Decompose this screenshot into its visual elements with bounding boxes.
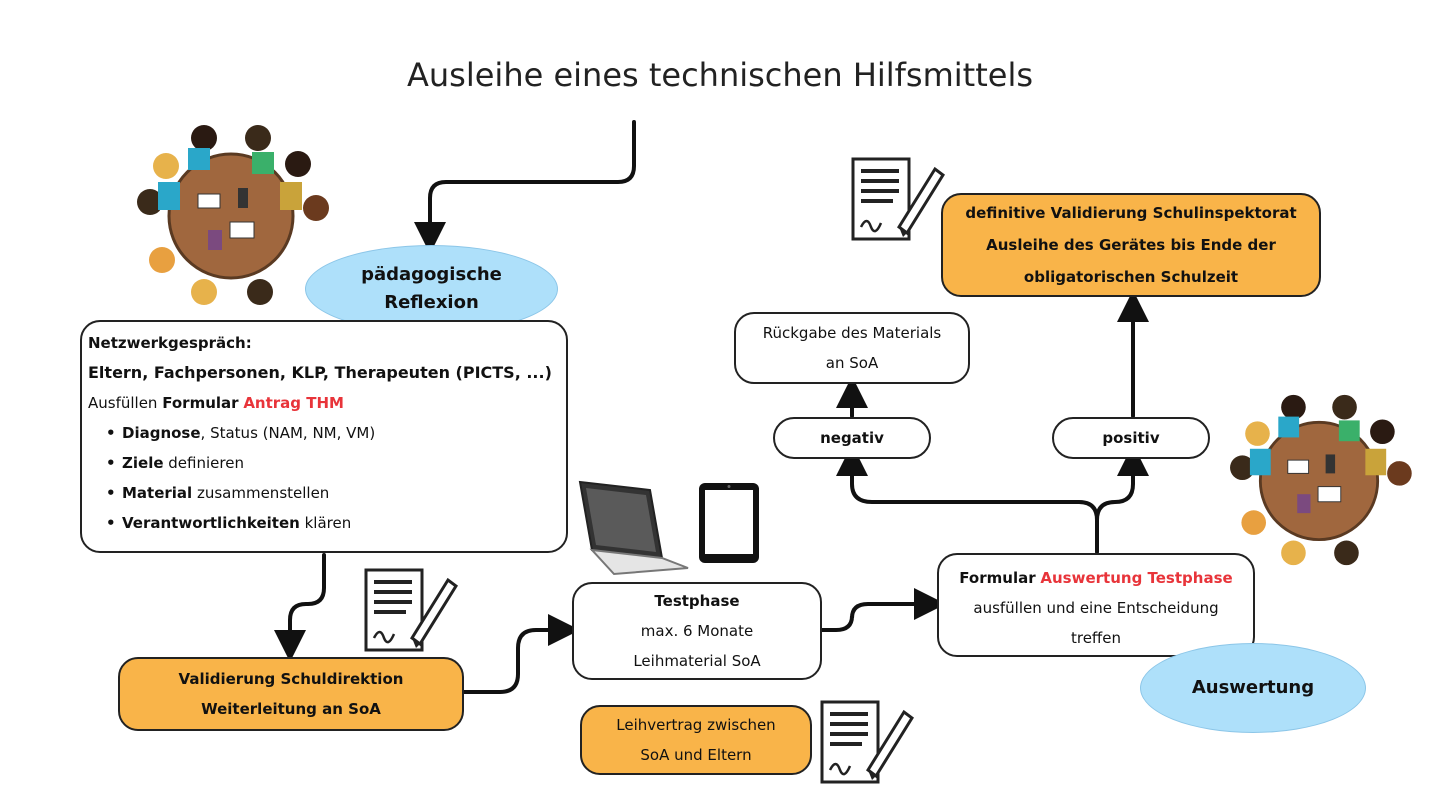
rueckgabe-box: Rückgabe des Materials an SoA	[734, 312, 970, 384]
bullet-diagnose: Diagnose, Status (NAM, NM, VM)	[104, 418, 375, 448]
formular-bold: Formular	[959, 569, 1036, 587]
formular-line2: ausfüllen und eine Entscheidung	[973, 599, 1219, 617]
formular-line1: Formular Auswertung Testphase	[959, 563, 1232, 593]
document-sign-icon-bottom	[820, 700, 914, 784]
bullet-ziele: Ziele definieren	[104, 448, 244, 478]
definitive-line1: definitive Validierung Schulinspektorat	[965, 204, 1297, 222]
testphase-box: Testphase max. 6 Monate Leihmaterial SoA	[572, 582, 822, 680]
arrow-validierung-to-testphase	[462, 614, 580, 694]
bullet-bold: Material	[122, 484, 193, 502]
bullet-bold: Diagnose	[122, 424, 201, 442]
formular-box: Formular Auswertung Testphase ausfüllen …	[937, 553, 1255, 657]
arrow-formular-to-positiv	[1095, 444, 1149, 522]
arrow-testphase-to-formular	[820, 588, 946, 632]
validierung-line1: Validierung Schuldirektion	[178, 670, 404, 688]
testphase-line2: max. 6 Monate	[640, 622, 754, 640]
document-sign-icon	[364, 568, 458, 652]
bullet-bold: Verantwortlichkeiten	[122, 514, 300, 532]
netzwerk-box: Netzwerkgespräch: Eltern, Fachpersonen, …	[80, 320, 568, 553]
laptop-icon	[578, 480, 689, 576]
arrow-netz-to-validierung	[274, 553, 326, 662]
bullet-rest: definieren	[163, 454, 244, 472]
form-bold: Formular	[162, 394, 239, 412]
meeting-table-icon	[137, 125, 329, 305]
rueckgabe-line2: an SoA	[825, 354, 879, 372]
bullet-rest: klären	[299, 514, 352, 532]
meeting-table-icon-right	[1230, 394, 1412, 566]
validierung-line2: Weiterleitung an SoA	[201, 700, 381, 718]
bullet-rest: zusammenstellen	[192, 484, 330, 502]
formular-line3: treffen	[1070, 629, 1122, 647]
leihvertrag-box: Leihvertrag zwischen SoA und Eltern	[580, 705, 812, 775]
negativ-label: negativ	[820, 429, 884, 447]
document-sign-icon-top	[851, 157, 945, 241]
page-title: Ausleihe eines technischen Hilfsmittels	[407, 56, 1033, 94]
definitive-line2: Ausleihe des Gerätes bis Ende der	[986, 236, 1276, 254]
leihvertrag-line2: SoA und Eltern	[640, 746, 752, 764]
netzwerk-heading: Netzwerkgespräch:	[88, 334, 252, 352]
auswertung-ellipse: Auswertung	[1140, 643, 1366, 733]
form-red: Antrag THM	[243, 394, 344, 412]
auswertung-label: Auswertung	[1191, 677, 1315, 698]
bullet-verantwortlichkeiten: Verantwortlichkeiten klären	[104, 508, 351, 538]
bullet-material: Material zusammenstellen	[104, 478, 329, 508]
definitive-line3: obligatorischen Schulzeit	[1023, 268, 1239, 286]
validierung-box: Validierung Schuldirektion Weiterleitung…	[118, 657, 464, 731]
leihvertrag-line1: Leihvertrag zwischen	[616, 716, 776, 734]
testphase-title: Testphase	[654, 592, 740, 610]
formular-red: Auswertung Testphase	[1040, 569, 1233, 587]
netzwerk-participants: Eltern, Fachpersonen, KLP, Therapeuten (…	[88, 363, 552, 382]
testphase-line3: Leihmaterial SoA	[633, 652, 761, 670]
reflexion-line2: Reflexion	[384, 292, 479, 313]
rueckgabe-line1: Rückgabe des Materials	[762, 324, 942, 342]
tablet-icon	[699, 483, 759, 563]
arrow-formular-to-negativ	[836, 444, 1099, 554]
arrow-title-to-reflexion	[414, 120, 636, 254]
bullet-bold: Ziele	[122, 454, 164, 472]
negativ-pill: negativ	[773, 417, 931, 459]
positiv-label: positiv	[1102, 429, 1160, 447]
netzwerk-form-line: Ausfüllen Formular Antrag THM	[88, 388, 344, 418]
definitive-box: definitive Validierung Schulinspektorat …	[941, 193, 1321, 297]
positiv-pill: positiv	[1052, 417, 1210, 459]
form-prefix: Ausfüllen	[88, 394, 158, 412]
reflexion-line1: pädagogische	[361, 264, 502, 285]
bullet-rest: , Status (NAM, NM, VM)	[200, 424, 376, 442]
